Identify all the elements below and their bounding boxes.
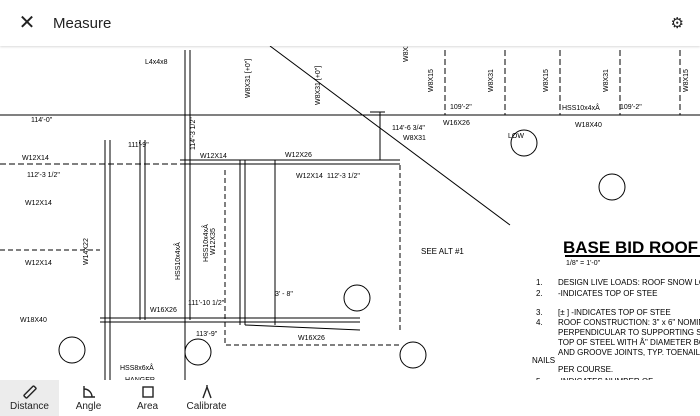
member-label: HSS10x4xÂ (201, 224, 210, 262)
member-label: W12X14 (22, 155, 49, 162)
member-label: W14X22 (83, 238, 90, 265)
member-label: HANGER (125, 377, 155, 380)
member-label: W8X31 (488, 69, 495, 92)
member-label: W12X14 (296, 173, 323, 180)
note-text: -INDICATES TOP OF STEE (558, 289, 657, 298)
area-icon (141, 385, 154, 398)
note-number: 3. (536, 308, 543, 317)
member-label: W12X35 (210, 228, 217, 255)
drawing-title: BASE BID ROOF F (563, 238, 700, 257)
tool-label: Angle (75, 400, 102, 412)
tool-angle[interactable]: Angle (59, 380, 118, 416)
member-label: W8X31 (603, 69, 610, 92)
ruler-icon (22, 384, 37, 399)
member-label: 3' - 8" (275, 291, 293, 298)
tool-area[interactable]: Area (118, 380, 177, 416)
app-header: ✕ Measure ⚙ (0, 0, 700, 46)
member-label: W12X14 (25, 260, 52, 267)
note-text: -INDICATES NUMBER OF (558, 377, 653, 380)
member-label: W8X31 (403, 135, 426, 142)
calibrate-icon (201, 384, 212, 398)
note-text: PER COURSE. (558, 365, 613, 374)
member-label: W16X26 (443, 120, 470, 127)
member-label: W12X14 (200, 153, 227, 160)
measure-toolbar: Distance Angle Area Calibrate (0, 380, 700, 416)
member-label: 109'-2" (620, 104, 642, 111)
member-label: 111'-9" (128, 142, 149, 149)
note-text: AND GROOVE JOINTS, TYP. TOENAIL (558, 348, 700, 357)
member-label: W16X26 (150, 307, 177, 314)
note-text: ROOF CONSTRUCTION: 3" x 6" NOMIN (558, 318, 700, 327)
member-label: 112'-3 1/2" (27, 172, 60, 179)
member-label: W8X31 [+0"] (315, 66, 322, 105)
member-label: W8X31 [+0"] (245, 59, 252, 98)
member-label: W12X26 (285, 152, 312, 159)
note-number: NAILS (532, 356, 555, 365)
member-label: 114'-0" (31, 117, 53, 124)
tool-calibrate[interactable]: Calibrate (177, 380, 236, 416)
member-label: HSS8x6xÂ (120, 363, 154, 372)
member-label: HSS10x4xÂ (173, 242, 182, 280)
member-label: 111'-10 1/2" (188, 300, 225, 307)
note-text: TOP OF STEEL WITH Â" DIAMETER BO (558, 338, 700, 347)
close-icon[interactable]: ✕ (18, 12, 36, 34)
blueprint-canvas[interactable]: BASE BID ROOF F 1/8" = 1'-0" SEE ALT #1 1. D… (0, 46, 700, 380)
member-label: W12X14 (25, 200, 52, 207)
tool-label: Calibrate (186, 400, 227, 412)
member-label: 114'-6 3/4" (392, 125, 425, 132)
angle-icon (82, 385, 95, 398)
see-alt-note: SEE ALT #1 (421, 247, 464, 256)
member-label: 109'-2" (450, 104, 472, 111)
note-text: PERPENDICULAR TO SUPPORTING ST (558, 328, 700, 337)
member-label: W18X40 (575, 122, 602, 129)
blueprint-labels: BASE BID ROOF F 1/8" = 1'-0" SEE ALT #1 1. D… (20, 46, 700, 380)
blueprint-drawing (0, 46, 700, 380)
tool-label: Distance (10, 400, 49, 412)
member-label: W16X26 (298, 335, 325, 342)
member-label: 112'-3 1/2" (327, 173, 360, 180)
member-label: W8X15 (683, 69, 690, 92)
member-label: W18X40 (20, 317, 47, 324)
note-number: 5. (536, 377, 543, 380)
note-number: 1. (536, 278, 543, 287)
note-number: 2. (536, 289, 543, 298)
note-text: DESIGN LIVE LOADS: ROOF SNOW LO (558, 278, 700, 287)
member-label: HSS10x4xÂ (562, 103, 600, 112)
tool-label: Area (136, 400, 159, 412)
tool-distance[interactable]: Distance (0, 380, 59, 416)
member-label: W8X15 (428, 69, 435, 92)
note-text: [± ] -INDICATES TOP OF STEE (558, 308, 671, 317)
member-label: L4x4x8 (145, 59, 168, 66)
drawing-scale: 1/8" = 1'-0" (566, 260, 601, 267)
page-title: Measure (53, 14, 112, 32)
gear-icon[interactable]: ⚙ (670, 15, 684, 32)
member-label: W8X15 (403, 46, 410, 62)
note-number: 4. (536, 318, 543, 327)
member-label: 114'-3 1/2" (190, 117, 197, 150)
member-label: W8X15 (543, 69, 550, 92)
member-label: 113'-9" (196, 331, 218, 338)
member-label: LOW (508, 133, 524, 140)
